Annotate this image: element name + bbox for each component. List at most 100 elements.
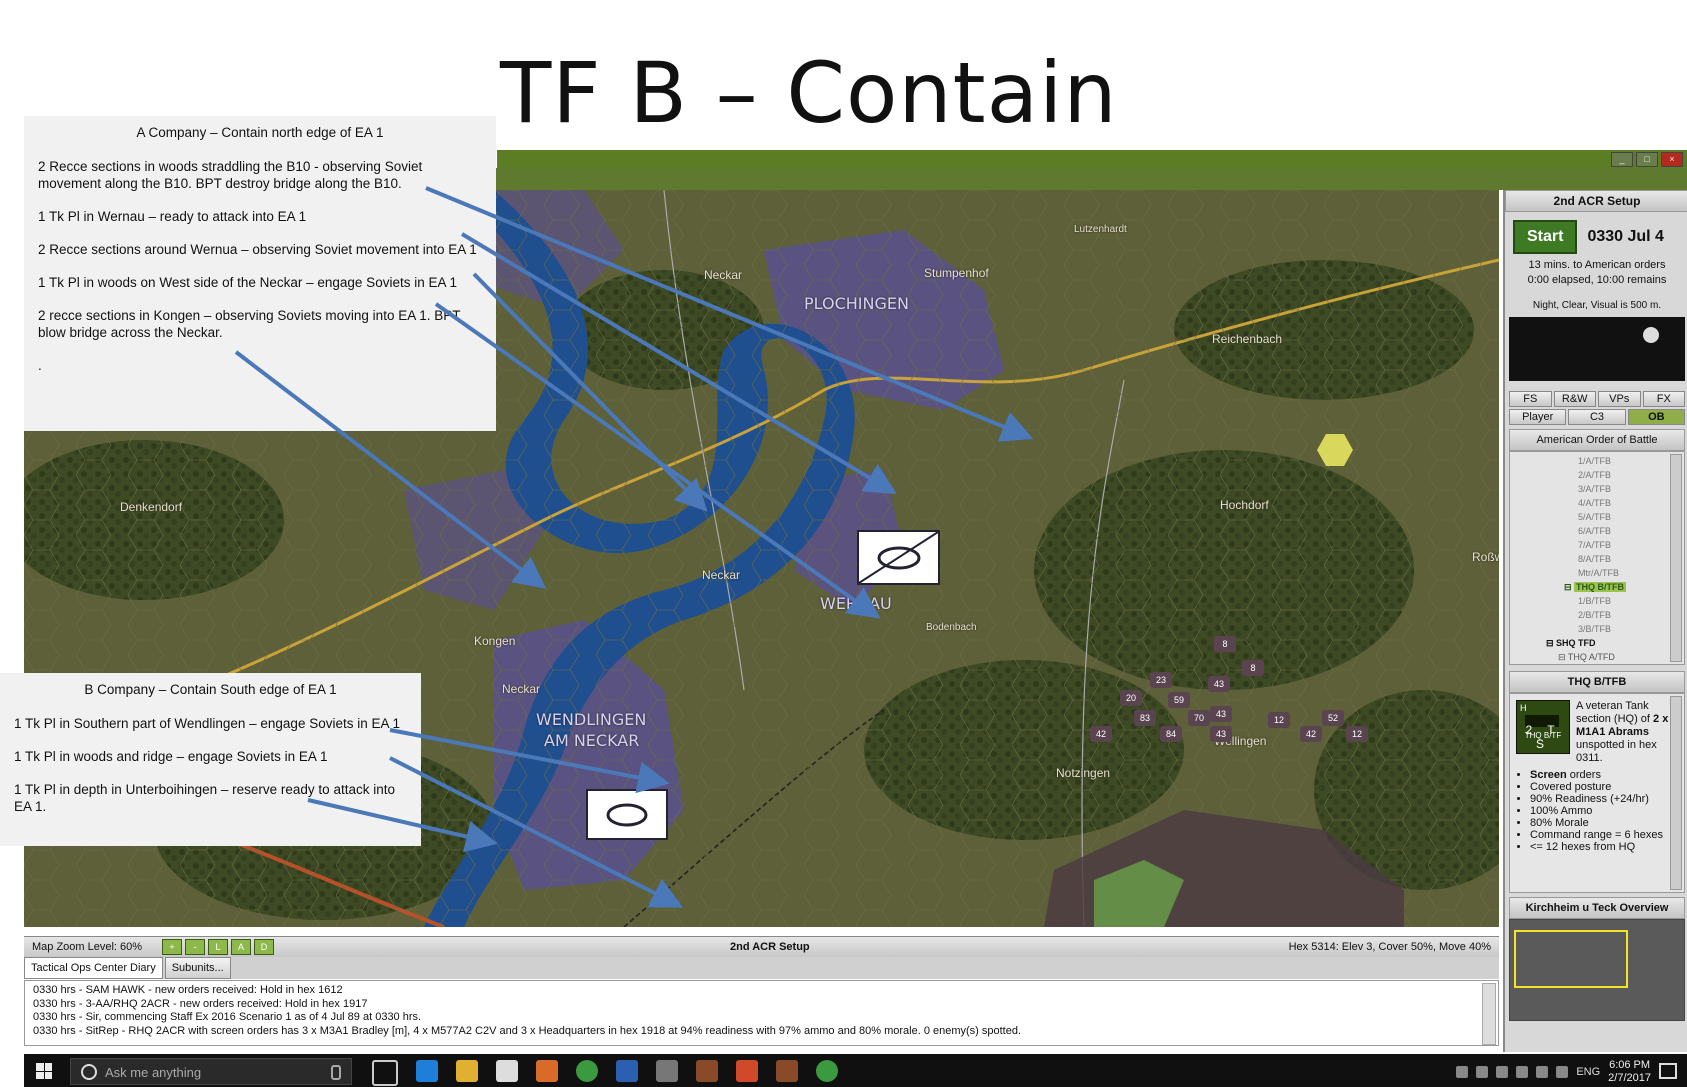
- company-b-item: 1 Tk Pl in Southern part of Wendlingen –…: [14, 716, 401, 731]
- unit-counter[interactable]: 23: [1150, 672, 1172, 688]
- game-icon[interactable]: [696, 1060, 718, 1082]
- unit-info-scrollbar[interactable]: [1670, 696, 1682, 890]
- unit-counter[interactable]: 84: [1160, 726, 1182, 742]
- hex-info: Hex 5314: Elev 3, Cover 50%, Move 40%: [1288, 941, 1491, 953]
- unit-desc-text: A veteran Tank section (HQ) of: [1576, 700, 1654, 725]
- volume-icon[interactable]: [1496, 1066, 1509, 1078]
- company-b-item: 1 Tk Pl in woods and ridge – engage Sovi…: [14, 749, 328, 764]
- map-label-am-neckar: AM NECKAR: [544, 731, 640, 750]
- clock[interactable]: 6:06 PM 2/7/2017: [1608, 1059, 1651, 1085]
- zoom-level: Map Zoom Level: 60%: [32, 941, 143, 953]
- overview-minimap[interactable]: [1509, 919, 1685, 1021]
- order-of-battle-tree[interactable]: 1/A/TFB 2/A/TFB 3/A/TFB 4/A/TFB 5/A/TFB …: [1509, 451, 1685, 665]
- moon-icon: [1643, 327, 1659, 343]
- tree-item-selected-label: THQ B/TFB: [1574, 582, 1627, 592]
- game-icon[interactable]: [776, 1060, 798, 1082]
- map-label-neckar: Neckar: [704, 268, 743, 282]
- unit-counter-cluster[interactable]: [1044, 810, 1404, 927]
- tab-fs[interactable]: FS: [1509, 391, 1552, 407]
- task-view-icon[interactable]: [372, 1060, 398, 1086]
- tab-c3[interactable]: C3: [1568, 409, 1626, 425]
- language-indicator[interactable]: ENG: [1576, 1066, 1601, 1078]
- tree-item[interactable]: 2/A/TFB: [1578, 470, 1612, 480]
- tree-item[interactable]: 3/B/TFB: [1578, 624, 1612, 634]
- platoon-symbol-wernau[interactable]: [857, 530, 940, 585]
- tree-item[interactable]: 1/B/TFB: [1578, 596, 1612, 606]
- unit-counter[interactable]: 83: [1134, 710, 1156, 726]
- mic-icon[interactable]: [331, 1065, 341, 1080]
- app-icon[interactable]: [536, 1060, 558, 1082]
- tree-item[interactable]: 2/B/TFB: [1578, 610, 1612, 620]
- tab-rw[interactable]: R&W: [1553, 391, 1596, 407]
- tree-item-selected[interactable]: ⊟ THQ B/TFB: [1564, 582, 1627, 592]
- tab-ob[interactable]: OB: [1627, 409, 1685, 425]
- map-label-stumpenhof: Stumpenhof: [924, 266, 989, 280]
- tree-item[interactable]: 6/A/TFB: [1578, 526, 1612, 536]
- windows-start-icon[interactable]: [36, 1063, 52, 1079]
- diary-scrollbar[interactable]: [1482, 983, 1496, 1045]
- notifications-icon[interactable]: [1659, 1063, 1677, 1079]
- game-icon[interactable]: [656, 1060, 678, 1082]
- map-label-rossw: Roßw: [1472, 550, 1499, 564]
- map-a-button[interactable]: A: [231, 939, 251, 955]
- word-icon[interactable]: [616, 1060, 638, 1082]
- unit-counter[interactable]: 43: [1210, 726, 1232, 742]
- map-d-button[interactable]: D: [254, 939, 274, 955]
- unit-counter[interactable]: 42: [1090, 726, 1112, 742]
- unit-counter[interactable]: 43: [1210, 706, 1232, 722]
- chrome-icon[interactable]: [816, 1060, 838, 1082]
- tree-item-thq[interactable]: ⊟ THQ A/TFD: [1558, 652, 1615, 662]
- tree-item[interactable]: 3/A/TFB: [1578, 484, 1612, 494]
- tree-item-shq[interactable]: ⊟ SHQ TFD: [1546, 638, 1596, 648]
- diary-line: 0330 hrs - Sir, commencing Staff Ex 2016…: [33, 1011, 422, 1023]
- unit-counter[interactable]: 59: [1168, 692, 1190, 708]
- tree-item[interactable]: 8/A/TFB: [1578, 554, 1612, 564]
- tab-fx[interactable]: FX: [1642, 391, 1685, 407]
- powerpoint-icon[interactable]: [736, 1060, 758, 1082]
- company-a-item: 2 Recce sections around Wernua – observi…: [38, 242, 477, 257]
- tab-player[interactable]: Player: [1509, 409, 1567, 425]
- weather-text: Night, Clear, Visual is 500 m.: [1532, 300, 1662, 311]
- minimize-button[interactable]: _: [1611, 152, 1633, 167]
- unit-counter[interactable]: 12: [1268, 712, 1290, 728]
- map-l-button[interactable]: L: [208, 939, 228, 955]
- zoom-out-button[interactable]: -: [185, 939, 205, 955]
- company-a-item: 1 Tk Pl in woods on West side of the Nec…: [38, 275, 457, 290]
- tree-item[interactable]: 4/A/TFB: [1578, 498, 1612, 508]
- tab-subunits[interactable]: Subunits...: [164, 957, 231, 979]
- bluetooth-icon[interactable]: [1536, 1066, 1549, 1078]
- platoon-symbol-wendlingen[interactable]: [586, 789, 668, 840]
- unit-counter[interactable]: 20: [1120, 690, 1142, 706]
- onedrive-icon[interactable]: [1516, 1066, 1529, 1078]
- tree-scrollbar[interactable]: [1670, 454, 1682, 662]
- minimap-viewport[interactable]: [1514, 930, 1628, 988]
- unit-counter[interactable]: 12: [1346, 726, 1368, 742]
- tab-ops-diary[interactable]: Tactical Ops Center Diary: [24, 957, 163, 979]
- unit-counter[interactable]: 43: [1208, 676, 1230, 692]
- chrome-icon[interactable]: [576, 1060, 598, 1082]
- battery-icon[interactable]: [1556, 1066, 1569, 1078]
- store-icon[interactable]: [496, 1060, 518, 1082]
- edge-icon[interactable]: [416, 1060, 438, 1082]
- tree-item[interactable]: 1/A/TFB: [1578, 456, 1612, 466]
- restore-button[interactable]: □: [1636, 152, 1658, 167]
- status-bar: Map Zoom Level: 60% + - L A D 2nd ACR Se…: [24, 936, 1499, 957]
- zoom-in-button[interactable]: +: [162, 939, 182, 955]
- slide-title: TF B – Contain: [500, 44, 1118, 142]
- tree-item[interactable]: Mtr/A/TFB: [1578, 568, 1619, 578]
- close-button[interactable]: ×: [1661, 152, 1683, 167]
- tab-vps[interactable]: VPs: [1598, 391, 1641, 407]
- tray-app-icon[interactable]: [1476, 1066, 1489, 1078]
- unit-counter[interactable]: 8: [1242, 660, 1264, 676]
- unit-counter[interactable]: 70: [1188, 710, 1210, 726]
- unit-counter[interactable]: 8: [1214, 636, 1236, 652]
- tree-item[interactable]: 5/A/TFB: [1578, 512, 1612, 522]
- taskbar-search[interactable]: Ask me anything: [70, 1058, 352, 1085]
- unit-counter[interactable]: 52: [1322, 710, 1344, 726]
- tree-item[interactable]: 7/A/TFB: [1578, 540, 1612, 550]
- unit-counter[interactable]: 42: [1300, 726, 1322, 742]
- file-explorer-icon[interactable]: [456, 1060, 478, 1082]
- overview-header: Kirchheim u Teck Overview: [1509, 897, 1685, 919]
- start-button[interactable]: Start: [1513, 220, 1578, 254]
- network-icon[interactable]: [1456, 1066, 1469, 1078]
